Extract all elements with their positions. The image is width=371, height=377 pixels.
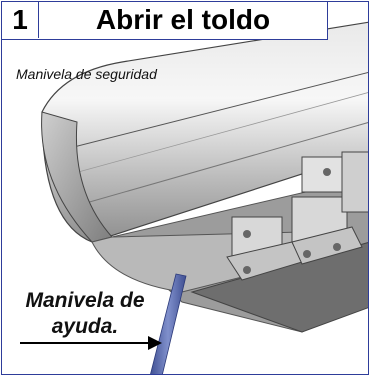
step-number: 1 bbox=[2, 2, 39, 38]
safety-crank-label: Manivela de seguridad bbox=[16, 66, 157, 82]
help-crank-label-line2: ayuda. bbox=[51, 315, 119, 338]
step-header: 1 Abrir el toldo bbox=[2, 2, 328, 40]
awning-illustration bbox=[20, 21, 368, 374]
help-crank-label: Manivela de ayuda. bbox=[10, 288, 160, 340]
help-crank-label-line1: Manivela de bbox=[25, 289, 145, 312]
step-title: Abrir el toldo bbox=[95, 4, 271, 35]
